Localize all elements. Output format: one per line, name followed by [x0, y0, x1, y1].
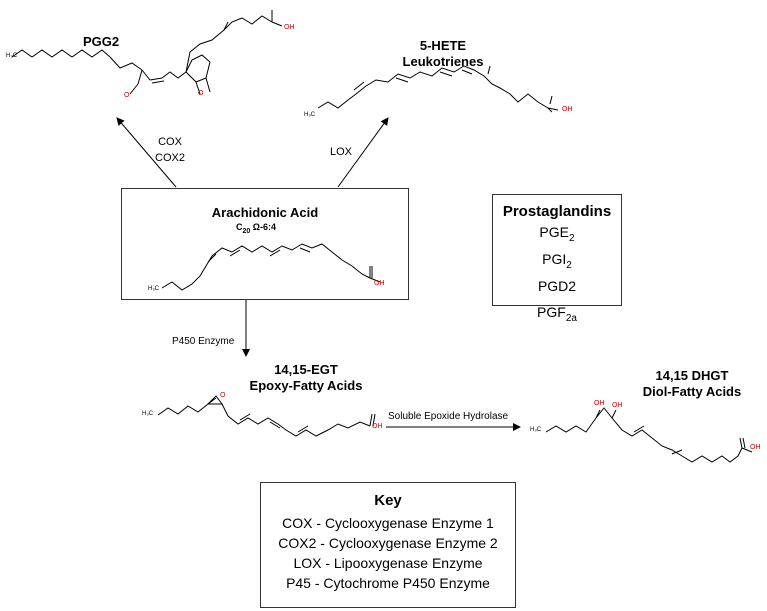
- key-item: COX2 - Cyclooxygenase Enzyme 2: [278, 535, 498, 551]
- formula-sub: 20: [242, 227, 251, 235]
- egt-name: 14,15-EGT: [274, 362, 338, 377]
- pgg2-ring-o-label: O: [198, 90, 204, 97]
- pgg2-label: PGG2: [82, 34, 120, 49]
- key-item: LOX - Lipooxygenase Enzyme: [293, 555, 483, 571]
- key-title: Key: [374, 492, 402, 509]
- formula-c: C: [236, 222, 243, 232]
- prostaglandin-item: PGI2: [542, 250, 572, 271]
- dhgt-oh1-label: OH: [594, 400, 605, 407]
- hete-name: 5-HETE: [419, 38, 467, 53]
- prostaglandins-box: Prostaglandins PGE2 PGI2 PGD2 PGF2a: [492, 194, 622, 324]
- prostaglandin-item: PGF2a: [537, 304, 577, 325]
- arachidonic-acid-label: Arachidonic Acid: [211, 205, 319, 220]
- pgg2-oh-label: OH: [284, 24, 295, 31]
- cox-label: COX COX2: [150, 134, 190, 166]
- seh-label: Soluble Epoxide Hydrolase: [388, 411, 509, 422]
- prostaglandin-item: PGE2: [539, 224, 575, 244]
- dhgt-h3c-label: H₃C: [530, 427, 542, 433]
- aa-oh-label: OH: [374, 280, 385, 287]
- p450-label: P450 Enzyme: [172, 336, 235, 347]
- egt-structure: [157, 395, 376, 437]
- egt-h3c-label: H₃C: [142, 411, 154, 417]
- dhgt-label: 14,15 DHGT Diol-Fatty Acids: [632, 368, 752, 400]
- lox-label: LOX: [330, 146, 353, 158]
- dhgt-class: Diol-Fatty Acids: [642, 384, 742, 399]
- dhgt-oh3-label: OH: [750, 444, 761, 451]
- pgg2-h3c-label: H₃C: [6, 53, 18, 59]
- key-item: COX - Cyclooxygenase Enzyme 1: [282, 515, 494, 531]
- egt-class: Epoxy-Fatty Acids: [249, 378, 363, 393]
- prostaglandins-title: Prostaglandins: [502, 203, 612, 220]
- dhgt-oh2-label: OH: [612, 402, 623, 409]
- hete-class: Leukotrienes: [402, 54, 484, 69]
- key-box: Key COX - Cyclooxygenase Enzyme 1 COX2 -…: [260, 482, 516, 608]
- pgg2-structure: [11, 10, 283, 95]
- dhgt-name: 14,15 DHGT: [655, 368, 729, 383]
- aa-h3c-label: H₃C: [148, 286, 160, 292]
- cox-line1: COX: [158, 136, 182, 148]
- egt-label: 14,15-EGT Epoxy-Fatty Acids: [236, 362, 376, 394]
- egt-oh-label: OH: [372, 423, 383, 430]
- hete-oh-label: OH: [562, 106, 573, 113]
- arachidonic-acid-formula: C20 Ω-6:4: [236, 222, 276, 235]
- egt-ring-o-label: O: [220, 392, 226, 399]
- hete-structure: [317, 65, 559, 113]
- arachidonic-acid-box: [121, 188, 409, 300]
- hete-label: 5-HETE Leukotrienes: [398, 38, 488, 70]
- formula-rest: Ω-6:4: [250, 222, 277, 232]
- dhgt-structure: [545, 407, 753, 463]
- hete-h3c-label: H₃C: [304, 112, 316, 118]
- pgg2-peroxide-o-label: O: [124, 92, 130, 99]
- prostaglandin-item: PGD2: [537, 277, 577, 294]
- cox-line2: COX2: [155, 152, 185, 164]
- key-item: P45 - Cytochrome P450 Enzyme: [286, 575, 490, 591]
